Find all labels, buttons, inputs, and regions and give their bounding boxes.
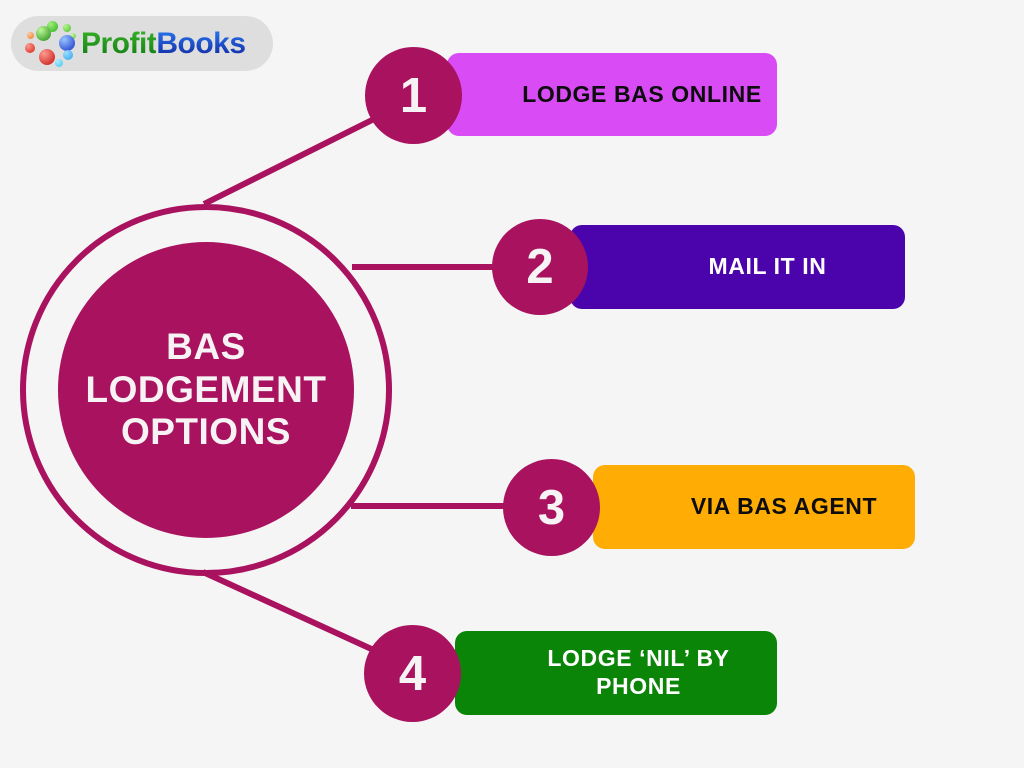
option-label-1: LODGE BAS ONLINE [522,80,762,107]
option-number-badge-3[interactable]: 3 [503,459,600,556]
brand-wordmark-profit: Profit [81,26,157,60]
option-label-2: MAIL IT IN [708,253,827,280]
hub-center: BAS LODGEMENT OPTIONS [58,242,354,538]
hub-title-line-1: BAS [166,325,246,367]
option-number-badge-4[interactable]: 4 [364,625,461,722]
option-number-badge-2[interactable]: 2 [492,219,588,315]
option-label-3: VIA BAS AGENT [690,493,878,520]
connector-line-1 [202,114,380,207]
option-number-4: 4 [398,646,427,701]
connector-line-4 [201,569,380,655]
option-label-4: LODGE ‘NIL’ BY PHONE [547,645,730,699]
option-number-3: 3 [537,480,566,535]
brand-logo: ProfitBooks [11,16,273,71]
hub-title-line-2: LODGEMENT [85,368,327,410]
option-number-2: 2 [526,240,554,294]
brand-wordmark: ProfitBooks [81,26,246,60]
profitbooks-dots-icon [25,20,77,67]
option-card-1[interactable]: LODGE BAS ONLINE [447,53,777,136]
brand-wordmark-books: Books [156,26,246,60]
option-number-1: 1 [399,68,428,123]
hub-title-line-3: OPTIONS [120,411,291,453]
hub-title: BAS LODGEMENT OPTIONS [80,326,333,455]
hub-outer-ring [20,204,392,576]
option-card-2[interactable]: MAIL IT IN [570,225,905,309]
option-number-badge-1[interactable]: 1 [365,47,462,144]
option-card-3[interactable]: VIA BAS AGENT [593,465,915,549]
option-card-4[interactable]: LODGE ‘NIL’ BY PHONE [455,631,777,715]
